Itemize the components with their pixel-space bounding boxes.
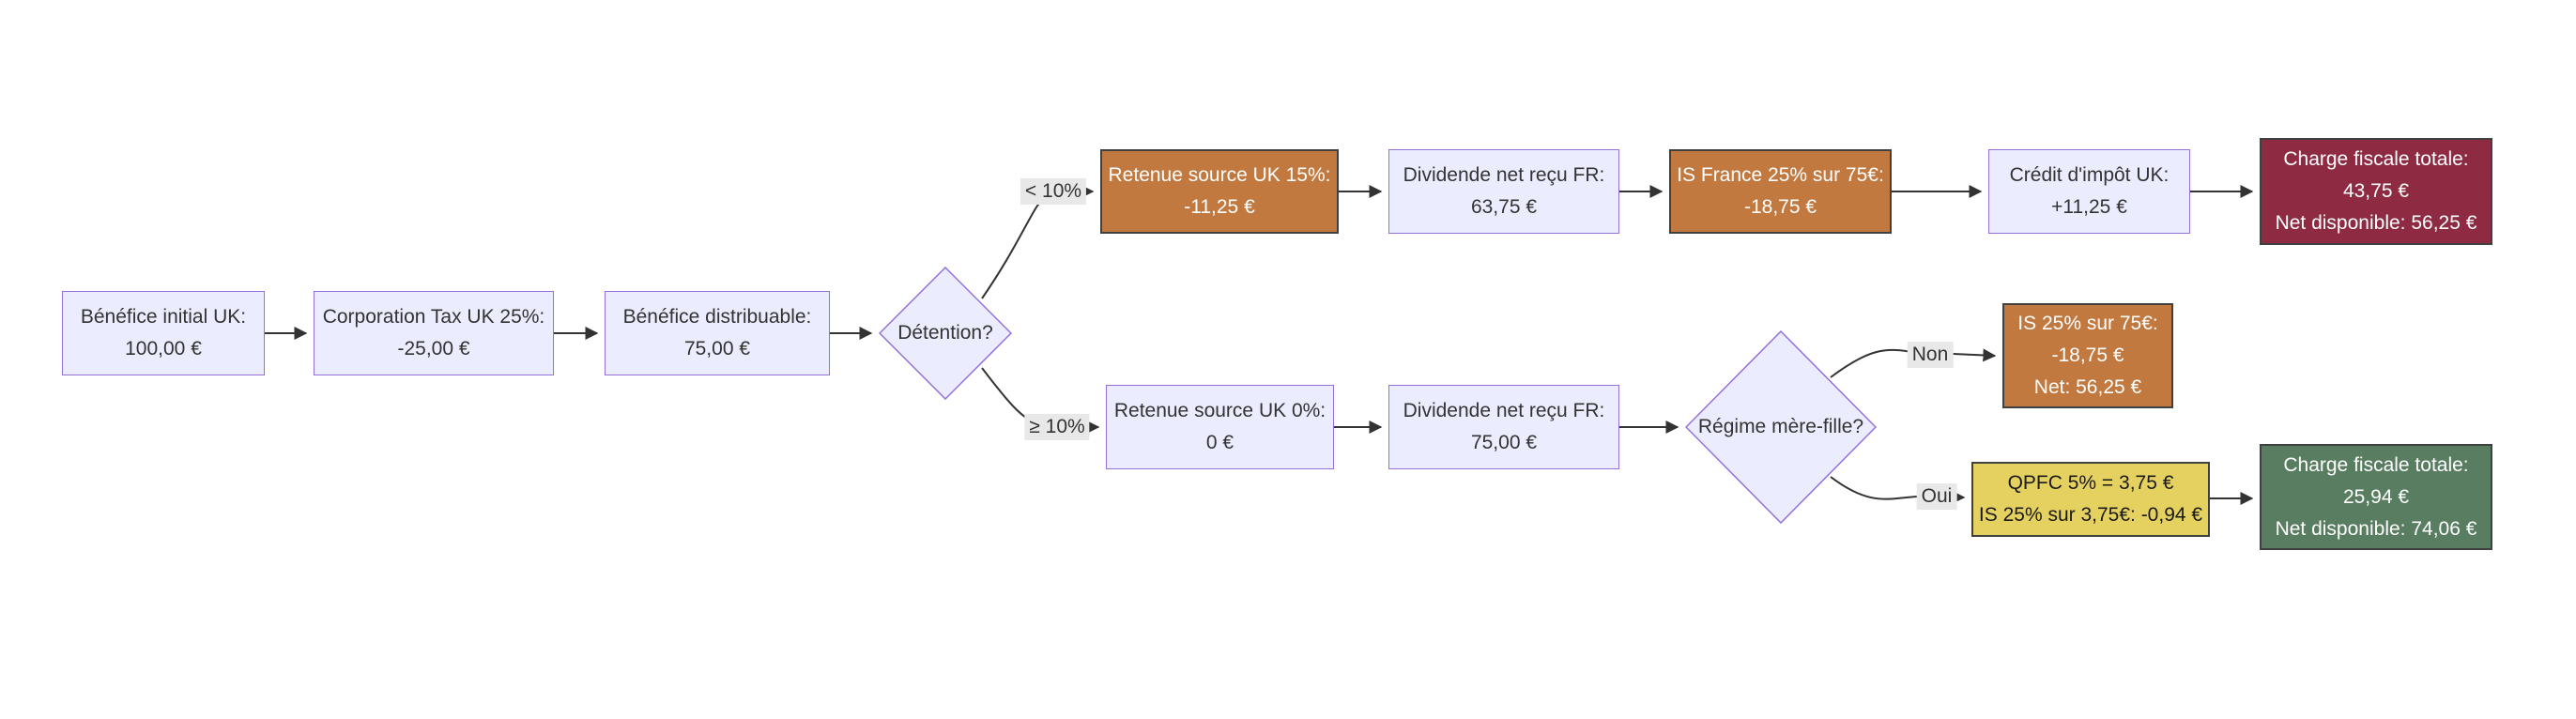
credit-impot-uk-line-1: +11,25 €	[2051, 196, 2127, 218]
corporation-tax-uk-line-0: Corporation Tax UK 25%:	[322, 306, 545, 328]
decision-decision-regime-mere-fille: Régime mère-fille?	[1685, 330, 1877, 524]
dividende-net-recu-fr-6375-line-1: 63,75 €	[1470, 196, 1538, 218]
dividende-net-recu-fr-7500-line-0: Dividende net reçu FR:	[1403, 400, 1605, 421]
retenue-source-uk-15-line-1: -11,25 €	[1184, 196, 1255, 218]
qpfc-line-1: IS 25% sur 3,75€: -0,94 €	[1978, 504, 2203, 526]
diamond-shape	[1685, 330, 1877, 524]
is-25-sur-75-non-line-1: -18,75 €	[2051, 344, 2124, 366]
qpfc-line-0: QPFC 5% = 3,75 €	[2007, 472, 2174, 494]
corporation-tax-uk-line-1: -25,00 €	[397, 338, 470, 360]
charge-fiscale-totale-25-line-0: Charge fiscale totale:	[2283, 453, 2469, 476]
node-charge-fiscale-totale-43: Charge fiscale totale: 43,75 € Net disponi…	[2260, 138, 2492, 245]
benefice-distribuable-line-0: Bénéfice distribuable:	[622, 306, 812, 328]
node-is-france-25-sur-75: IS France 25% sur 75€: -18,75 €	[1669, 149, 1892, 234]
is-france-25-sur-75-line-1: -18,75 €	[1743, 196, 1817, 218]
node-dividende-net-recu-fr-6375: Dividende net reçu FR: 63,75 €	[1388, 149, 1619, 234]
is-25-sur-75-non-line-2: Net: 56,25 €	[2033, 376, 2142, 398]
node-charge-fiscale-totale-25: Charge fiscale totale: 25,94 € Net disponi…	[2260, 444, 2492, 550]
charge-fiscale-totale-25-line-2: Net disponible: 74,06 €	[2275, 517, 2477, 540]
decision-decision-detention: Détention?	[879, 267, 1012, 400]
charge-fiscale-totale-43-line-2: Net disponible: 56,25 €	[2275, 212, 2477, 234]
charge-fiscale-totale-25-line-1: 25,94 €	[2342, 485, 2410, 508]
node-benefice-initial-uk: Bénéfice initial UK: 100,00 €	[62, 291, 265, 375]
decision-detention-label: Détention?	[897, 322, 993, 344]
node-dividende-net-recu-fr-7500: Dividende net reçu FR: 75,00 €	[1388, 385, 1619, 469]
dividende-net-recu-fr-6375-line-0: Dividende net reçu FR:	[1403, 164, 1605, 186]
node-benefice-distribuable: Bénéfice distribuable: 75,00 €	[605, 291, 830, 375]
node-qpfc: QPFC 5% = 3,75 € IS 25% sur 3,75€: -0,94 …	[1971, 462, 2210, 537]
node-retenue-source-uk-15: Retenue source UK 15%: -11,25 €	[1100, 149, 1339, 234]
node-corporation-tax-uk: Corporation Tax UK 25%: -25,00 €	[314, 291, 554, 375]
credit-impot-uk-line-0: Crédit d'impôt UK:	[2009, 164, 2170, 186]
edge-label-detention-to-retenue15: < 10%	[1020, 178, 1087, 205]
diamond-shape	[879, 267, 1012, 400]
node-retenue-source-uk-0: Retenue source UK 0%: 0 €	[1106, 385, 1334, 469]
node-credit-impot-uk: Crédit d'impôt UK: +11,25 €	[1988, 149, 2190, 234]
benefice-initial-uk-line-0: Bénéfice initial UK:	[80, 306, 247, 328]
is-25-sur-75-non-line-0: IS 25% sur 75€:	[2017, 313, 2158, 334]
benefice-initial-uk-line-1: 100,00 €	[125, 338, 202, 360]
edge-regime-oui-to-qpfc	[1830, 476, 1966, 504]
edge-label-regime-non-to-is25: Non	[1907, 342, 1954, 368]
decision-regime-mere-fille-label: Régime mère-fille?	[1697, 416, 1864, 437]
benefice-distribuable-line-1: 75,00 €	[683, 338, 751, 360]
charge-fiscale-totale-43-line-1: 43,75 €	[2342, 180, 2410, 202]
node-is-25-sur-75-non: IS 25% sur 75€: -18,75 € Net: 56,25 €	[2002, 303, 2173, 408]
dividende-net-recu-fr-7500-line-1: 75,00 €	[1470, 432, 1538, 453]
charge-fiscale-totale-43-line-0: Charge fiscale totale:	[2283, 148, 2469, 170]
retenue-source-uk-0-line-0: Retenue source UK 0%:	[1113, 400, 1326, 421]
edge-label-regime-oui-to-qpfc: Oui	[1916, 483, 1957, 510]
is-france-25-sur-75-line-0: IS France 25% sur 75€:	[1677, 164, 1884, 186]
retenue-source-uk-15-line-0: Retenue source UK 15%:	[1108, 164, 1331, 186]
retenue-source-uk-0-line-1: 0 €	[1205, 432, 1234, 453]
edge-label-detention-to-retenue0: ≥ 10%	[1024, 414, 1090, 440]
